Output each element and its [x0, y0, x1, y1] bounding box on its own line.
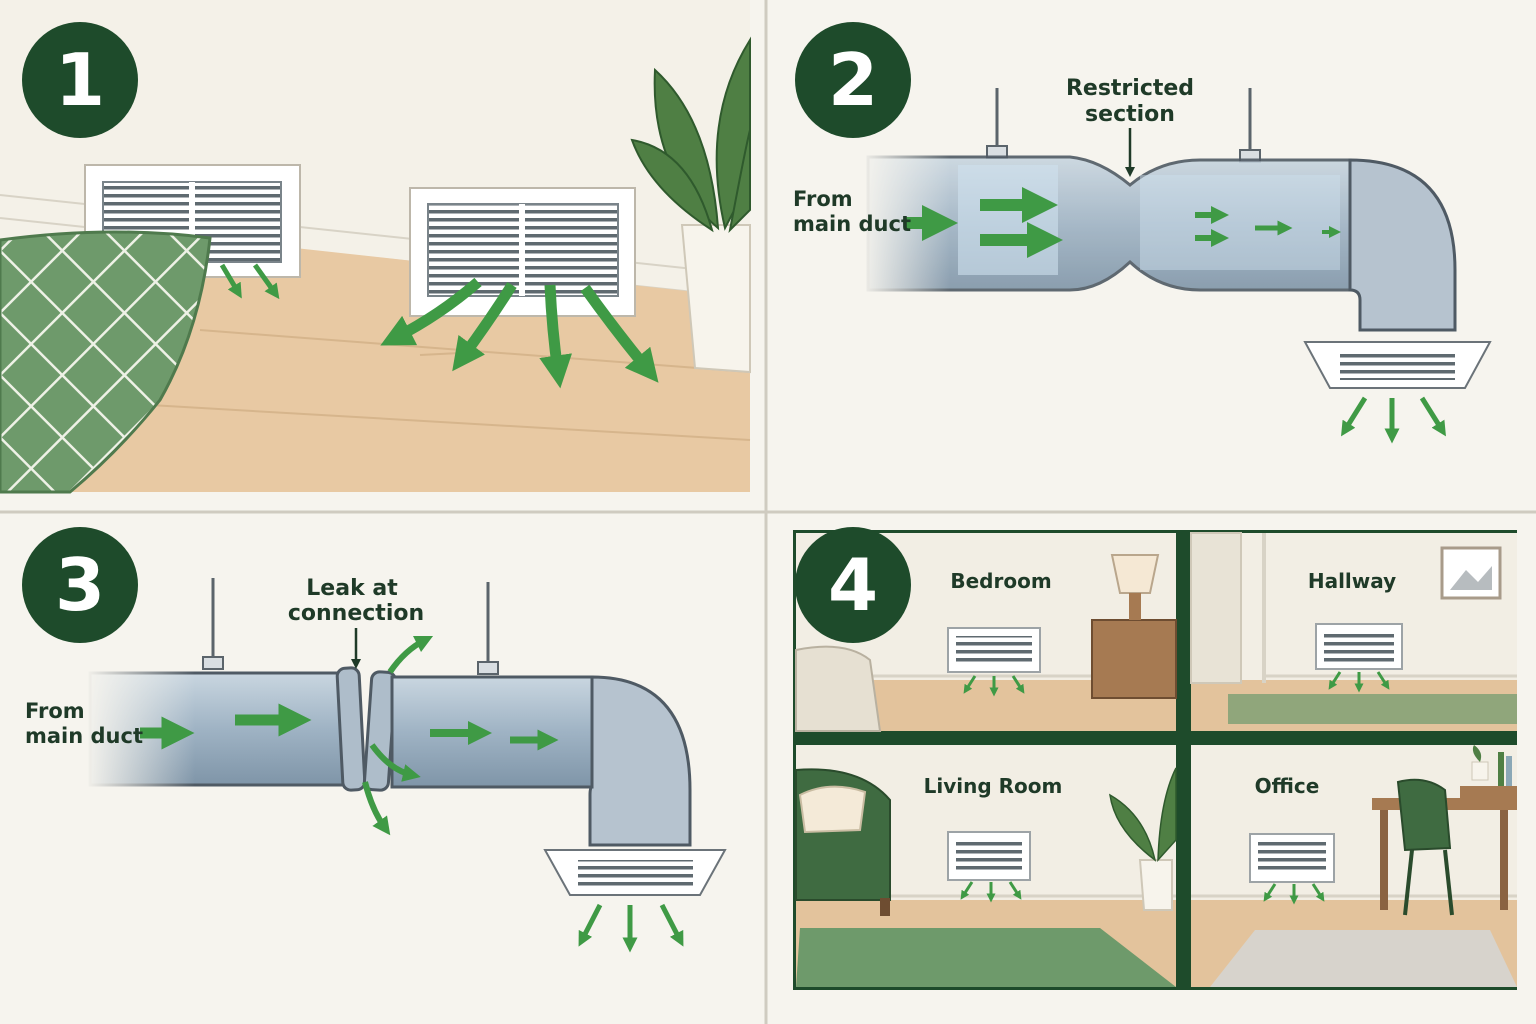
loose-connection	[335, 666, 367, 792]
ceiling-diffuser	[1303, 341, 1492, 389]
callout-restricted-line2: section	[1085, 102, 1175, 127]
strong-airflow-arrows	[380, 277, 659, 389]
step-badge-1	[22, 22, 138, 138]
panel-3-leaking-duct: Leak at connection From main duct 3	[22, 527, 727, 953]
airflow-arrows-out	[578, 903, 684, 953]
step-number-1: 1	[55, 38, 105, 122]
source-label-line2: main duct	[793, 212, 911, 236]
callout-restricted-line1: Restricted	[1066, 76, 1194, 101]
source-label-line1: From	[25, 699, 85, 723]
airflow-arrows-duct	[140, 703, 559, 751]
step-badge-4	[795, 527, 911, 643]
potted-plant	[630, 36, 751, 374]
weak-airflow-arrows	[219, 263, 280, 300]
wall-vent-open	[409, 187, 636, 317]
room-label-bedroom: Bedroom	[950, 569, 1051, 593]
step-badge-3	[22, 527, 138, 643]
duct-section-right	[390, 675, 594, 789]
room-label-hallway: Hallway	[1308, 569, 1396, 593]
callout-leak-line1: Leak at	[306, 576, 398, 601]
room-living-room: Living Room	[795, 745, 1177, 987]
step-badge-2	[795, 22, 911, 138]
duct-elbow	[588, 675, 692, 847]
rug-covering-vent	[0, 230, 212, 494]
room-office: Office	[1191, 745, 1517, 987]
room-label-office: Office	[1255, 774, 1320, 798]
room-hallway: Hallway	[1190, 532, 1517, 731]
source-label-line2: main duct	[25, 724, 143, 748]
panel-4-rooms: Bedroom Hallway	[793, 527, 1517, 990]
leak-arrows	[362, 635, 434, 836]
ceiling-diffuser	[543, 849, 727, 896]
room-label-living-room: Living Room	[924, 774, 1063, 798]
duct-elbow	[1348, 158, 1457, 332]
airflow-arrows-out	[1341, 396, 1446, 444]
step-number-4: 4	[828, 543, 878, 627]
source-label-line1: From	[793, 187, 853, 211]
step-number-2: 2	[828, 38, 878, 122]
airflow-arrows-duct	[905, 187, 1341, 258]
step-number-3: 3	[55, 543, 105, 627]
panel-2-restricted-duct: Restricted section From main duct 2	[793, 22, 1492, 444]
panel-1-blocked-vents: 1	[0, 0, 751, 494]
callout-leak-line2: connection	[288, 601, 424, 626]
